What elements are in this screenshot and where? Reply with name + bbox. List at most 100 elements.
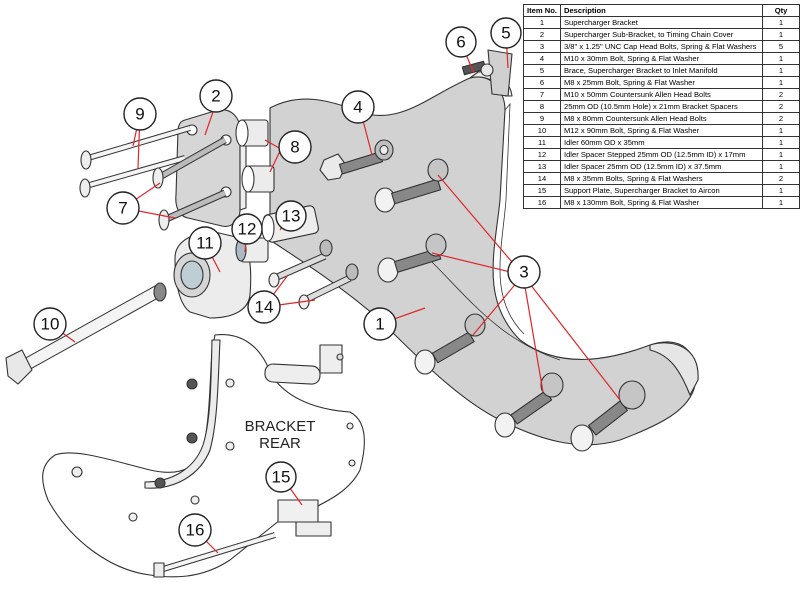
svg-text:5: 5 (501, 24, 510, 43)
header-item-no: Item No. (523, 4, 561, 17)
item-qty: 5 (762, 40, 800, 53)
item-number: 8 (523, 100, 561, 113)
item-qty: 2 (762, 100, 800, 113)
svg-text:14: 14 (255, 298, 274, 317)
item-description: M8 x 35mm Bolts, Spring & Flat Washers (559, 172, 764, 185)
item-number: 12 (523, 148, 561, 161)
item-qty: 1 (762, 196, 800, 209)
item-number: 15 (523, 184, 561, 197)
item-qty: 1 (762, 64, 800, 77)
item-description: Support Plate, Supercharger Bracket to A… (559, 184, 764, 197)
item-number: 1 (523, 16, 561, 29)
item-description: M8 x 25mm Bolt, Spring & Flat Washer (559, 76, 764, 89)
item-description: Supercharger Bracket (559, 16, 764, 29)
brace (487, 49, 513, 97)
callout-13: 13 (275, 200, 307, 232)
countersunk-bolt-9b (79, 155, 186, 198)
item-qty: 1 (762, 76, 800, 89)
item-number: 13 (523, 160, 561, 173)
svg-text:6: 6 (456, 33, 465, 52)
svg-text:4: 4 (353, 98, 362, 117)
svg-text:3: 3 (519, 263, 528, 282)
item-qty: 1 (762, 52, 800, 65)
item-qty: 2 (762, 88, 800, 101)
callout-16: 16 (178, 513, 212, 547)
bolt-4 (319, 139, 394, 181)
header-qty: Qty (762, 4, 800, 17)
item-number: 16 (523, 196, 561, 209)
item-number: 9 (523, 112, 561, 125)
callout-15: 15 (265, 461, 297, 493)
item-qty: 1 (762, 28, 800, 41)
callout-10: 10 (33, 307, 67, 341)
item-number: 10 (523, 124, 561, 137)
callout-8: 8 (278, 130, 312, 164)
item-number: 14 (523, 172, 561, 185)
bracket-spacer-8a (235, 119, 269, 147)
item-description: M12 x 90mm Bolt, Spring & Flat Washer (559, 124, 764, 137)
item-description: Idler Spacer Stepped 25mm OD (12.5mm ID)… (559, 148, 764, 161)
bracket-spacer-8b (241, 165, 275, 193)
cap-head-bolt-3b (377, 233, 447, 283)
view-label-line2: REAR (259, 435, 301, 452)
item-description: 25mm OD (10.5mm Hole) x 21mm Bracket Spa… (559, 100, 764, 113)
svg-text:7: 7 (118, 199, 127, 218)
countersunk-bolt-7b (158, 189, 227, 231)
item-number: 6 (523, 76, 561, 89)
cap-head-bolt-3d (494, 372, 564, 438)
svg-text:15: 15 (272, 468, 291, 487)
cap-head-bolt-3a (374, 158, 449, 213)
callout-12: 12 (231, 213, 263, 245)
callout-11: 11 (188, 226, 222, 260)
cap-head-bolt-3e (570, 380, 646, 452)
header-description: Description (559, 4, 764, 17)
item-qty: 1 (762, 136, 800, 149)
item-number: 4 (523, 52, 561, 65)
item-description: Supercharger Sub-Bracket, to Timing Chai… (559, 28, 764, 41)
callout-7: 7 (106, 191, 140, 225)
item-qty: 1 (762, 160, 800, 173)
callout-14: 14 (247, 290, 281, 324)
svg-text:9: 9 (135, 105, 144, 124)
bolt-6 (461, 60, 494, 77)
callout-6: 6 (445, 26, 477, 58)
item-description: M8 x 130mm Bolt, Spring & Flat Washer (559, 196, 764, 209)
item-number: 7 (523, 88, 561, 101)
callout-9: 9 (123, 97, 157, 131)
svg-text:13: 13 (282, 207, 301, 226)
item-number: 2 (523, 28, 561, 41)
callout-2: 2 (199, 79, 233, 113)
svg-text:12: 12 (238, 220, 257, 239)
item-qty: 2 (762, 112, 800, 125)
svg-text:16: 16 (186, 521, 205, 540)
item-number: 3 (523, 40, 561, 53)
item-description: M8 x 80mm Countersunk Allen Head Bolts (559, 112, 764, 125)
item-number: 5 (523, 64, 561, 77)
item-description: Idler Spacer 25mm OD (12.5mm ID) x 37.5m… (559, 160, 764, 173)
item-qty: 1 (762, 16, 800, 29)
item-description: Brace, Supercharger Bracket to Inlet Man… (559, 64, 764, 77)
parts-table-header: Item No. Description Qty (523, 4, 800, 17)
callout-5: 5 (490, 17, 522, 49)
item-description: 3/8" x 1.25" UNC Cap Head Bolts, Spring … (559, 40, 764, 53)
svg-text:1: 1 (375, 315, 384, 334)
item-qty: 1 (762, 184, 800, 197)
